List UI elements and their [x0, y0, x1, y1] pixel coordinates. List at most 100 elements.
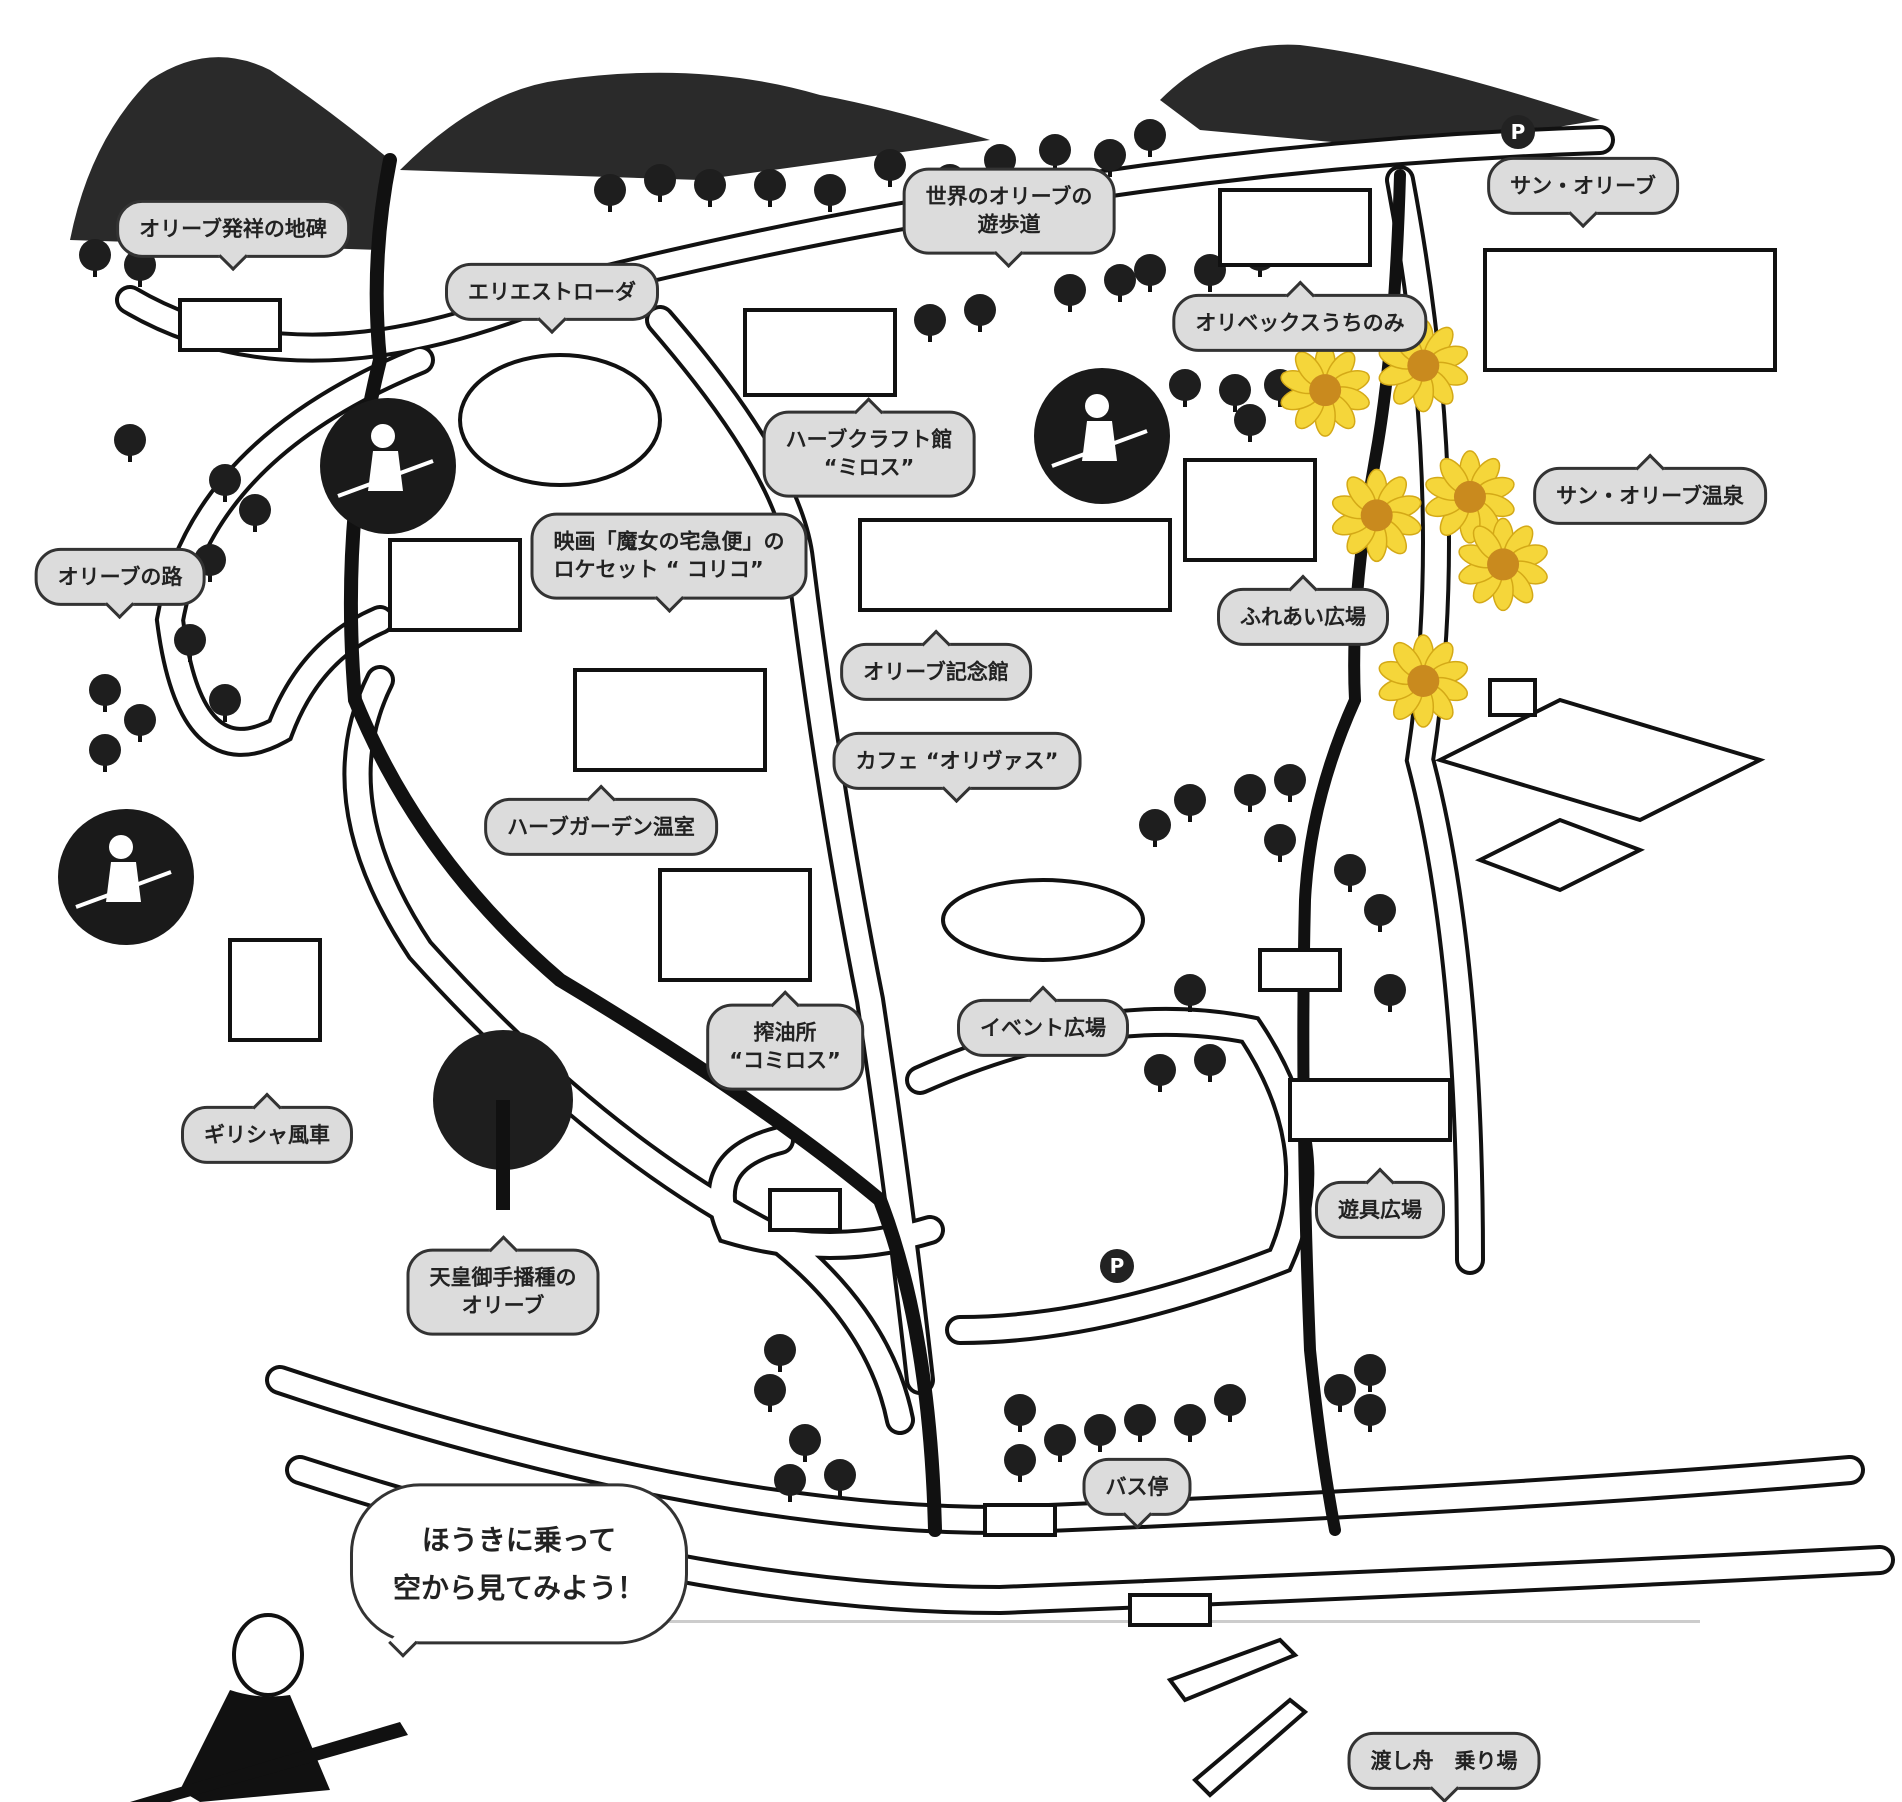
- label-text: ハーブクラフト館: [785, 427, 953, 452]
- tennis-courts: [1434, 697, 1766, 893]
- rivers: [343, 153, 1406, 1537]
- eriestroda-garden: [458, 353, 662, 487]
- tree-icon: [774, 1464, 806, 1496]
- label-playground[interactable]: 遊具広場: [1315, 1180, 1445, 1240]
- tree-icon: [1039, 134, 1071, 166]
- witch-markers: [58, 368, 1170, 945]
- label-oil-mill[interactable]: 搾油所“コミロス”: [706, 1003, 864, 1091]
- tree-icon: [1174, 974, 1206, 1006]
- label-fureai-plaza[interactable]: ふれあい広場: [1217, 587, 1389, 647]
- tree-icon: [1004, 1394, 1036, 1426]
- label-text: サン・オリーブ温泉: [1556, 483, 1744, 508]
- fureai-colonnade: [1183, 458, 1317, 562]
- tree-icon: [1104, 264, 1136, 296]
- label-origin-monument[interactable]: オリーブ発祥の地碑: [116, 199, 350, 259]
- label-olivex[interactable]: オリベックスうちのみ: [1172, 293, 1428, 353]
- tree-icon: [824, 1459, 856, 1491]
- bus-shelter: [983, 1503, 1057, 1537]
- tree-icon: [1354, 1354, 1386, 1386]
- tree-icon: [1174, 784, 1206, 816]
- sunflower-icon: [1425, 450, 1515, 544]
- tree-icon: [1234, 404, 1266, 436]
- label-world-olive-walk[interactable]: 世界のオリーブの遊歩道: [902, 167, 1116, 255]
- tree-icon: [1219, 374, 1251, 406]
- label-text: オリベックスうちのみ: [1195, 310, 1405, 335]
- label-kiki-set[interactable]: 映画「魔女の宅急便」のロケセット “ コリコ”: [530, 512, 808, 600]
- tree-icon: [89, 734, 121, 766]
- label-eriestroda[interactable]: エリエストローダ: [445, 262, 659, 322]
- tree-icon: [1364, 894, 1396, 926]
- sunflower-markers: [1280, 318, 1548, 728]
- kiki-house: [388, 538, 522, 632]
- tree-icon: [124, 704, 156, 736]
- tree-icon: [1354, 1394, 1386, 1426]
- label-text: サン・オリーブ: [1510, 173, 1656, 198]
- tree-icon: [1044, 1424, 1076, 1456]
- tree-icon: [174, 624, 206, 656]
- playground-equipment: [1288, 1078, 1452, 1142]
- speech-text: 空から見てみよう！: [392, 1571, 646, 1604]
- label-text: 渡し舟 乗り場: [1370, 1748, 1518, 1773]
- tree-icon: [694, 169, 726, 201]
- sunflower-icon: [1280, 343, 1370, 437]
- trees: [79, 119, 1406, 1502]
- label-text: 天皇御手播種の: [429, 1265, 577, 1290]
- parking-marker: P: [1100, 1249, 1134, 1283]
- label-herb-greenhouse[interactable]: ハーブガーデン温室: [484, 797, 718, 857]
- label-event-plaza[interactable]: イベント広場: [957, 998, 1129, 1058]
- ferry-shelter: [1128, 1593, 1212, 1627]
- tree-icon: [1174, 1404, 1206, 1436]
- label-sun-olive-onsen[interactable]: サン・オリーブ温泉: [1533, 466, 1767, 526]
- shelter: [768, 1188, 842, 1232]
- sun-olive-hotel: [1483, 248, 1777, 372]
- tree-icon: [1324, 1374, 1356, 1406]
- label-text: イベント広場: [980, 1015, 1106, 1040]
- label-imperial-olive[interactable]: 天皇御手播種のオリーブ: [406, 1248, 600, 1336]
- tree-icon: [754, 1374, 786, 1406]
- tree-icon: [1139, 809, 1171, 841]
- tree-icon: [814, 174, 846, 206]
- tree-icon: [1134, 254, 1166, 286]
- broom-speech-bubble: ほうきに乗って空から見てみよう！: [349, 1483, 689, 1645]
- tree-icon: [1264, 824, 1296, 856]
- label-text: カフェ “オリヴァス”: [855, 748, 1059, 773]
- tree-icon: [1004, 1444, 1036, 1476]
- memorial-building: [858, 518, 1172, 612]
- label-text: オリーブ発祥の地碑: [139, 216, 327, 241]
- label-cafe-olivas[interactable]: カフェ “オリヴァス”: [832, 731, 1082, 791]
- tree-icon: [644, 164, 676, 196]
- windmill: [228, 938, 322, 1042]
- coast-dots: [400, 1620, 1700, 1623]
- tree-icon: [874, 149, 906, 181]
- tree-icon: [964, 294, 996, 326]
- tree-icon: [79, 239, 111, 271]
- label-greek-windmill[interactable]: ギリシャ風車: [181, 1105, 353, 1165]
- label-ferry[interactable]: 渡し舟 乗り場: [1347, 1731, 1541, 1791]
- tree-icon: [1134, 119, 1166, 151]
- label-text: “ミロス”: [823, 456, 915, 480]
- tree-icon: [1124, 1404, 1156, 1436]
- label-text: エリエストローダ: [468, 279, 636, 304]
- oil-mill: [658, 868, 812, 982]
- parking-marker: P: [1501, 115, 1535, 149]
- tree-icon: [754, 169, 786, 201]
- label-sun-olive[interactable]: サン・オリーブ: [1487, 156, 1679, 216]
- label-herb-craft[interactable]: ハーブクラフト館 “ミロス”: [762, 410, 976, 498]
- label-text: ロケセット “ コリコ”: [553, 558, 764, 582]
- tree-icon: [1374, 974, 1406, 1006]
- label-olive-path[interactable]: オリーブの路: [34, 547, 206, 607]
- witch-photo-spot-icon: [58, 809, 194, 945]
- tree-icon: [764, 1334, 796, 1366]
- label-text: オリーブ: [461, 1294, 545, 1318]
- label-bus-stop[interactable]: バス停: [1082, 1457, 1192, 1517]
- label-text: 世界のオリーブの: [925, 184, 1093, 209]
- label-text: 映画「魔女の宅急便」の: [553, 529, 785, 554]
- sunflower-icon: [1331, 468, 1422, 563]
- witch-photo-spot-icon: [320, 398, 456, 534]
- olivex-building: [1218, 188, 1372, 267]
- label-text: 搾油所: [753, 1020, 817, 1045]
- tree-icon: [1274, 764, 1306, 796]
- sunflower-icon: [1458, 517, 1548, 612]
- label-olive-memorial[interactable]: オリーブ記念館: [840, 642, 1032, 702]
- pier: [1166, 1637, 1309, 1798]
